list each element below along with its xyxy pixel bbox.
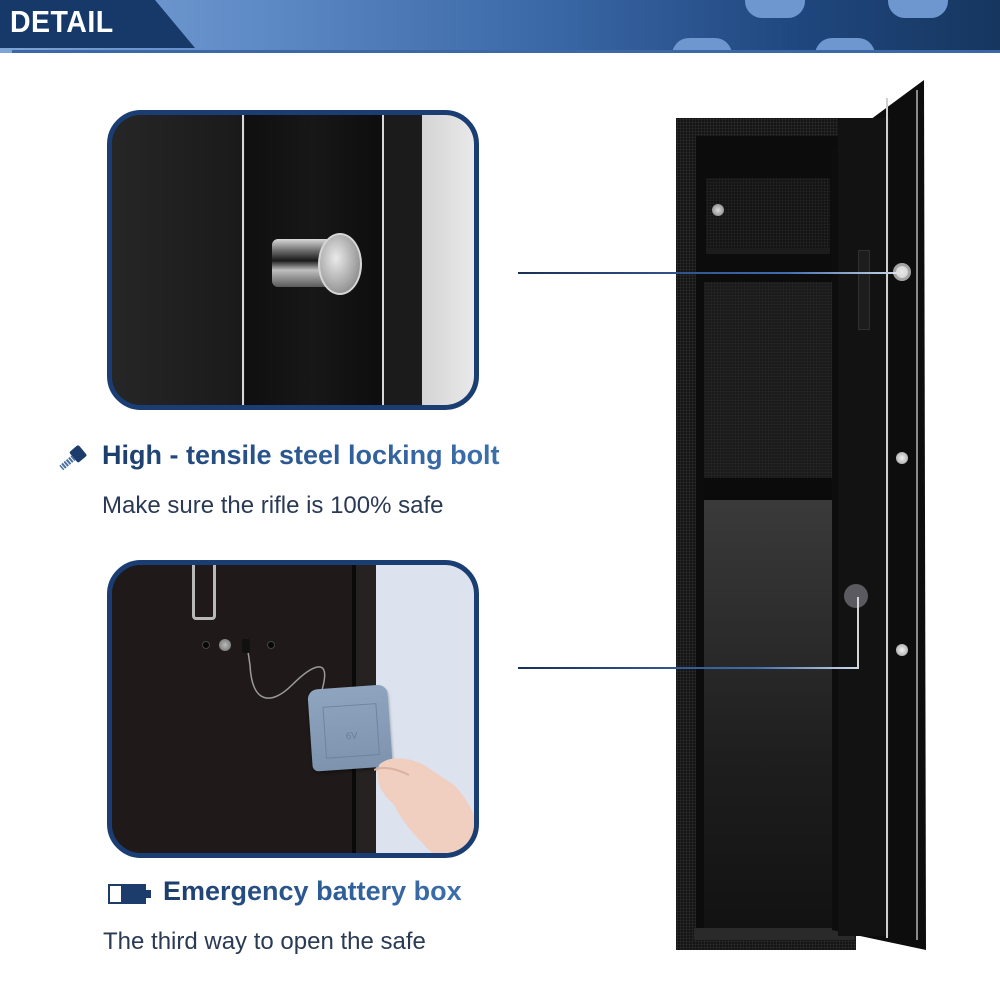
background-light: [422, 115, 474, 405]
feature-title-locking-bolt: High - tensile steel locking bolt: [102, 440, 500, 470]
battery-icon: [108, 884, 151, 904]
top-lockbox: [706, 178, 830, 254]
header-banner: DETAIL: [0, 0, 1000, 53]
safe-body-surface: [112, 115, 242, 405]
rifle-rack: [704, 478, 834, 500]
interior-lower-wall: [704, 500, 834, 930]
battery-box-photo: 6V: [107, 560, 479, 858]
hand: [374, 758, 474, 853]
edge-highlight: [382, 115, 384, 405]
door-edge-highlight: [886, 98, 888, 938]
page-title: DETAIL: [10, 4, 114, 39]
callout-line-battery-box: [518, 667, 858, 669]
hook: [192, 565, 216, 620]
door-handle: [858, 250, 870, 330]
safe-floor: [694, 928, 854, 940]
battery-cable: [242, 639, 326, 699]
decorative-dot: [815, 38, 875, 53]
decorative-dot: [888, 0, 948, 18]
banner-underline: [12, 50, 1000, 53]
door-bolt: [896, 452, 908, 464]
screw-hole: [202, 641, 210, 649]
interior-upper-wall: [704, 282, 834, 480]
feature-subtitle-locking-bolt: Make sure the rifle is 100% safe: [102, 492, 444, 519]
door-frame: [384, 115, 422, 405]
door-inner-panel: [838, 118, 890, 936]
battery-label-area: 6V: [322, 703, 380, 759]
callout-line-battery-box-vertical: [857, 597, 859, 669]
decorative-dot: [745, 0, 805, 18]
screw-icon: [59, 445, 87, 471]
battery-voltage-label: 6V: [345, 731, 358, 743]
feature-subtitle-battery-box: The third way to open the safe: [103, 928, 426, 955]
keyhole: [219, 639, 231, 651]
callout-target-locking-bolt: [893, 263, 911, 281]
screw-hole: [267, 641, 275, 649]
door-bolt: [896, 644, 908, 656]
locking-bolt-photo: [107, 110, 479, 410]
callout-line-locking-bolt: [518, 272, 901, 274]
feature-title-battery-box: Emergency battery box: [163, 876, 462, 906]
bolt-cap: [318, 233, 362, 295]
steel-bolt: [272, 233, 362, 295]
decorative-dot: [672, 38, 732, 53]
door-edge-highlight: [916, 90, 918, 940]
lockbox-keyhole: [712, 204, 724, 216]
battery-port: [844, 584, 868, 608]
edge-highlight: [242, 115, 244, 405]
